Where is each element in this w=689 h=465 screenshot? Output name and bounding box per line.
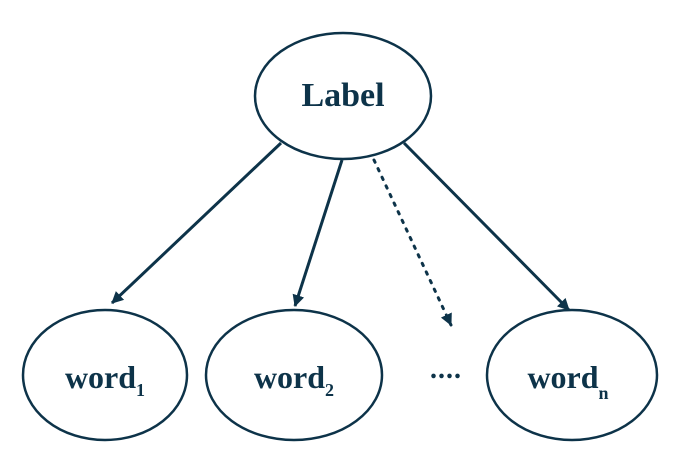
node-word-1-ellipse xyxy=(21,308,189,442)
node-word-2-subscript: 2 xyxy=(325,380,334,400)
node-label-ellipse xyxy=(253,31,433,161)
node-word-n-ellipse xyxy=(485,308,659,442)
node-word-1-subscript: 1 xyxy=(136,380,145,400)
node-label: Label xyxy=(253,31,433,161)
edge-label-to-word2 xyxy=(292,159,344,307)
node-word-2: word2 xyxy=(204,308,384,442)
edge-label-to-word1 xyxy=(110,141,283,305)
node-word-1: word1 xyxy=(21,308,189,442)
node-word-1-text: word1 xyxy=(65,359,145,400)
edge-label-to-wordn xyxy=(402,141,571,312)
edge-label-to-ellipsis-dotted xyxy=(372,158,453,327)
node-word-2-ellipse xyxy=(204,308,384,442)
node-word-n-subscript: n xyxy=(599,383,609,403)
ellipsis-dots: .... xyxy=(430,354,462,385)
node-word-2-text: word2 xyxy=(254,359,334,400)
node-label-text: Label xyxy=(301,77,384,114)
node-word-n: wordn xyxy=(485,308,659,442)
node-word-n-text: wordn xyxy=(527,359,608,403)
